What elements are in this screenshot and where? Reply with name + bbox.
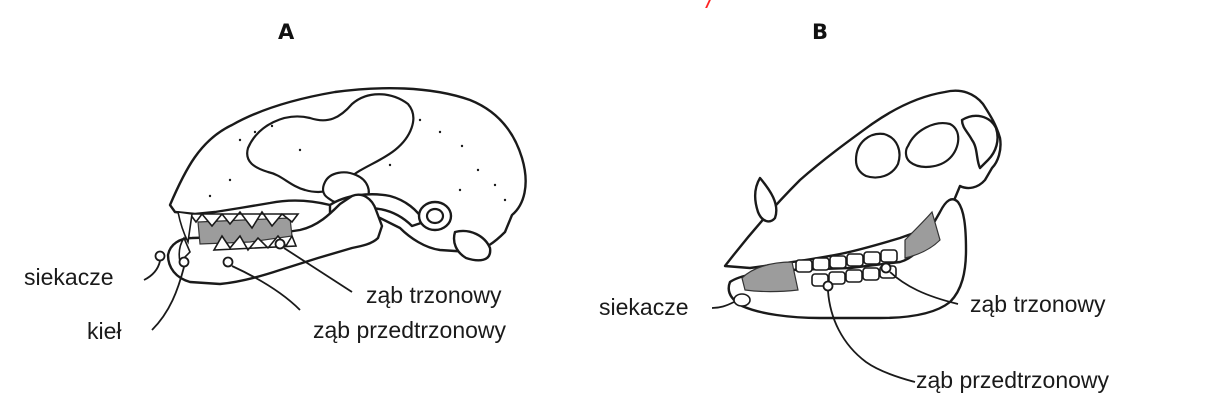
- skull-a-label-incisors: siekacze: [24, 266, 113, 289]
- skull-b-drawing: [712, 91, 1001, 382]
- skull-a-molar-marker: [276, 240, 285, 249]
- skull-b-label-incisors: siekacze: [599, 296, 688, 319]
- skull-b-incisor-leader: [712, 302, 734, 308]
- skull-b-incisors: [734, 294, 750, 306]
- skull-a-canine-marker: [180, 258, 189, 267]
- skull-a-label-molar: ząb trzonowy: [366, 284, 502, 307]
- skull-a-premolar-marker: [224, 258, 233, 267]
- skull-b-orbit: [856, 134, 899, 178]
- skull-a-ear-canal: [427, 209, 443, 223]
- skull-a-incisor-marker: [156, 252, 165, 261]
- skull-a-incisor-leader: [144, 261, 160, 280]
- skull-b-premolar-marker: [824, 282, 833, 291]
- skull-a-label-premolar: ząb przedtrzonowy: [313, 319, 506, 342]
- skull-b-snout-notch: [755, 178, 776, 221]
- skull-b-label-molar: ząb trzonowy: [970, 293, 1106, 316]
- skull-a-label-canine: kieł: [87, 320, 122, 343]
- skull-b-label-premolar: ząb przedtrzonowy: [916, 369, 1109, 392]
- skull-b-molar-marker: [882, 264, 891, 273]
